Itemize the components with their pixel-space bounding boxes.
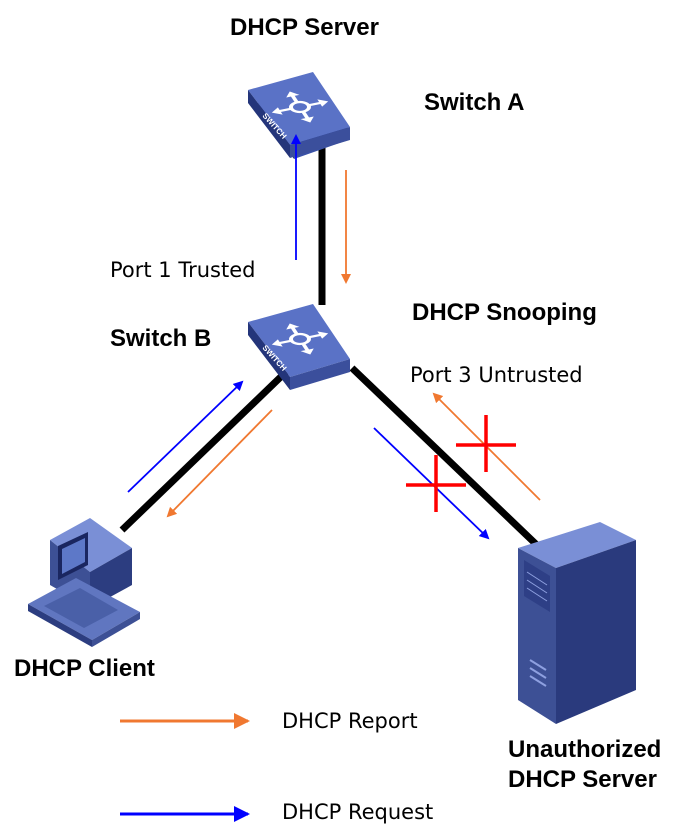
link-switch-b-to-client [119,365,293,533]
switch-a-icon: SWITCH [248,72,350,159]
dhcp-server-label: DHCP Server [230,14,379,41]
server-tower-icon [518,522,636,724]
switch-b-icon: SWITCH [248,304,350,390]
blocked-request-cross-icon [406,455,466,512]
request-arrow-to-rogue-server [373,427,490,540]
blocked-report-cross-icon [456,415,516,472]
dhcp-client-label: DHCP Client [14,655,155,682]
port-3-untrusted-label: Port 3 Untrusted [410,363,583,387]
port-1-trusted-label: Port 1 Trusted [110,258,256,282]
legend-report-label: DHCP Report [282,709,418,733]
switch-b-label: Switch B [110,325,212,352]
legend-request-label: DHCP Request [282,800,434,824]
pc-client-icon [28,518,140,647]
link-switch-b-to-rogue-server [349,365,543,551]
dhcp-snooping-label: DHCP Snooping [412,299,597,326]
unauthorized-label: Unauthorized [508,736,662,763]
request-arrow-client-to-switch-b [127,380,244,493]
rogue-dhcp-server-label: DHCP Server [508,766,657,793]
switch-a-label: Switch A [424,89,525,116]
report-arrow-switch-b-to-client [166,409,273,518]
